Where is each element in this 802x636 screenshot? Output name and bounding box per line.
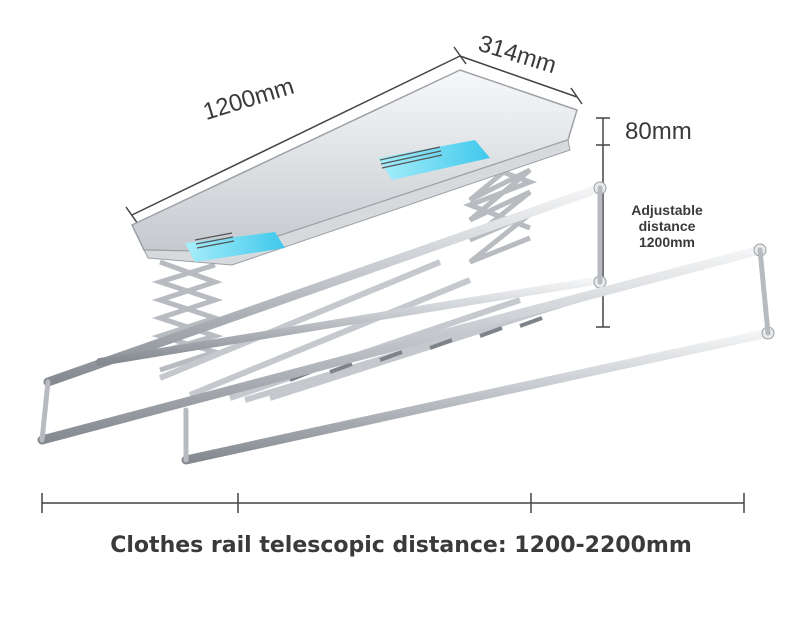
- adjustable-distance-note: Adjustable distance 1200mm: [612, 202, 722, 250]
- telescopic-distance-scale: [41, 493, 745, 513]
- caption: Clothes rail telescopic distance: 1200-2…: [110, 533, 692, 558]
- vent-left: [194, 232, 235, 249]
- rod-end-posts: [39, 185, 771, 463]
- height-label: 80mm: [625, 118, 692, 145]
- adjustable-line-3: 1200mm: [638, 234, 696, 250]
- adjustable-line-1: Adjustable: [631, 202, 703, 218]
- top-housing: [130, 69, 578, 266]
- drying-frame: [158, 259, 591, 403]
- light-panel-right: [378, 140, 490, 180]
- adjustable-line-2: distance: [638, 218, 696, 234]
- height-dimension-line: [596, 117, 610, 328]
- vent-right: [379, 146, 443, 169]
- light-panel-left: [185, 232, 285, 262]
- width-dimension-line: [459, 55, 583, 105]
- length-dimension-line: [125, 46, 467, 225]
